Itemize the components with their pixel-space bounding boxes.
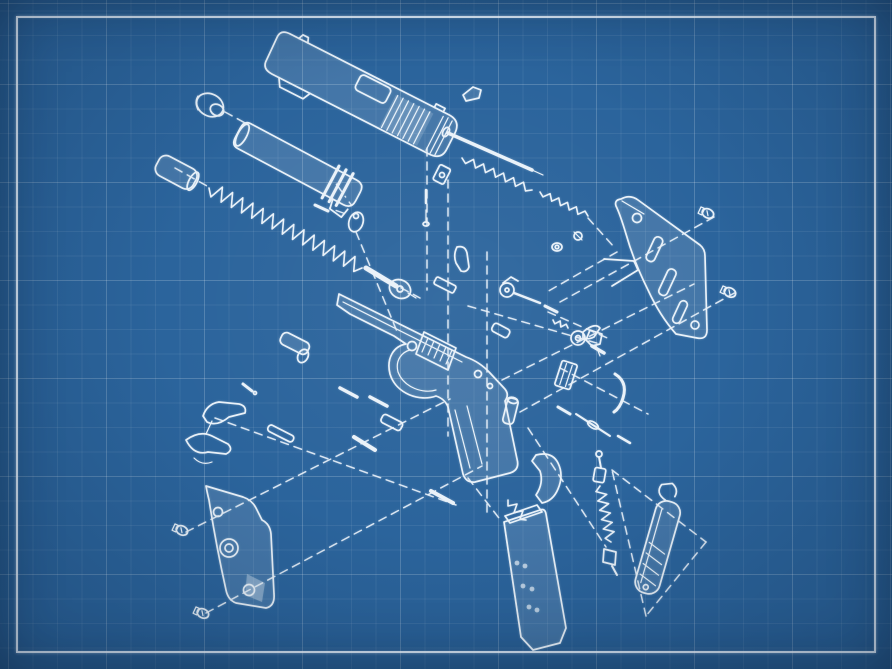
- assembly-lines: [174, 111, 739, 617]
- bushing-drawing: [195, 92, 225, 118]
- grip-safety-drawing: [531, 453, 562, 504]
- parts-artwork: [154, 31, 708, 651]
- sear-bar-drawing: [433, 276, 457, 294]
- link-pin-drawing: [313, 203, 330, 213]
- barrel-drawing: [232, 121, 363, 219]
- spring-drawing: [595, 485, 615, 543]
- small-pins-48-31: [422, 188, 430, 227]
- sear-cluster-drawing: [490, 304, 626, 414]
- firing-pin-drawing: [441, 126, 544, 176]
- spring-and-screw-drawings: [171, 157, 737, 620]
- grip-screw-drawing: [192, 606, 210, 620]
- mag-catch-drawing: [502, 396, 519, 426]
- safety-levers-drawing: [185, 382, 295, 464]
- mainspring-housing-drawing: [634, 482, 682, 595]
- left-grip-drawing: [205, 485, 275, 609]
- spring-drawing: [461, 157, 533, 192]
- frame-drawing: [336, 293, 519, 483]
- spring-drawing: [539, 191, 589, 217]
- wire-46-drawing: [603, 258, 639, 287]
- recoil-spring-guide-drawing: [363, 265, 417, 300]
- hammer-strut-drawing: [499, 276, 542, 305]
- front-sight: [298, 33, 310, 44]
- grip-screw-drawing: [697, 206, 715, 220]
- washer-43-drawing: [551, 242, 563, 252]
- right-grip-drawing: [614, 195, 708, 340]
- spring-drawing: [208, 186, 363, 273]
- mainspring-parts-drawing: [592, 450, 618, 576]
- disconnector-drawing: [453, 245, 470, 273]
- spring-drawing: [552, 319, 569, 329]
- catch-assembly-53-drawing: [279, 331, 311, 364]
- grip-screw-drawing: [171, 523, 189, 537]
- pin-set-32-33-44: [556, 405, 632, 445]
- rear-sight-drawing: [462, 86, 482, 102]
- screw-39-drawing: [573, 231, 583, 241]
- recoil-plug-drawing: [154, 154, 200, 192]
- slide-drawing: [264, 31, 458, 158]
- magazine-drawing: [503, 504, 567, 651]
- firing-pin-stop-drawing: [432, 163, 452, 185]
- barrel-link-drawing: [347, 211, 365, 233]
- frame-pins-drawing: [338, 386, 455, 505]
- spring-drawing: [507, 499, 527, 521]
- ejection-port: [354, 74, 392, 104]
- grip-screw-drawing: [719, 285, 737, 299]
